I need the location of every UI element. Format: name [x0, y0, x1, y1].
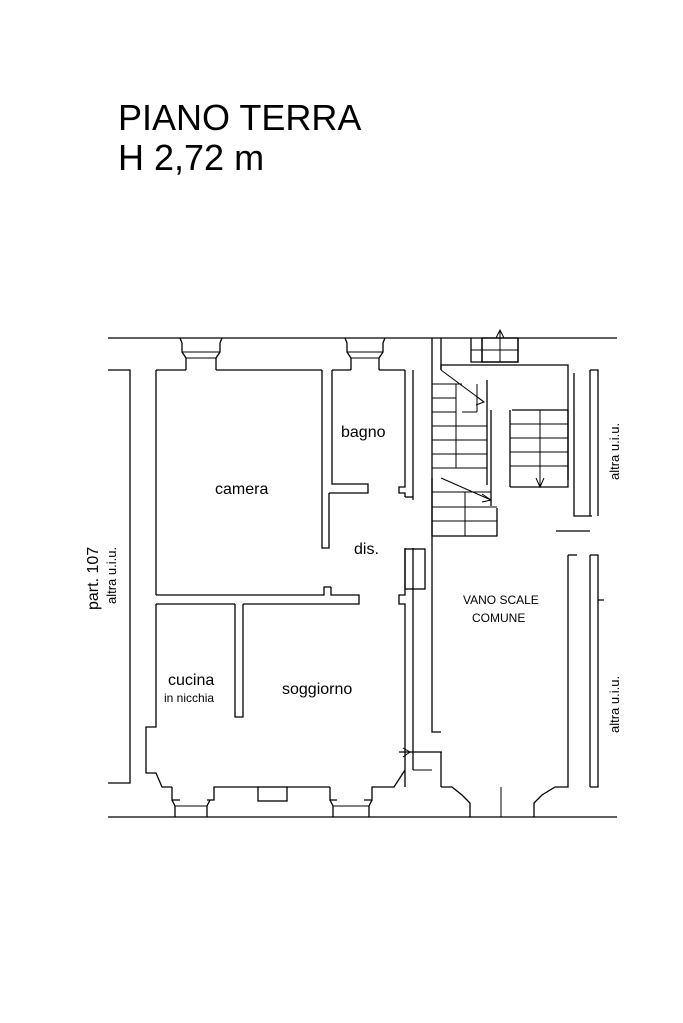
- bottom-window-left: [171, 799, 211, 817]
- floor-title: PIANO TERRA: [118, 97, 361, 138]
- bottom-window-right: [329, 799, 373, 817]
- top-entry-arrow: [471, 328, 518, 362]
- label-part-107: part. 107: [85, 547, 102, 610]
- label-left-uiu: altra u.i.u.: [104, 547, 119, 604]
- room-label-comune: COMUNE: [472, 611, 525, 625]
- stair-treads-right: [510, 410, 568, 489]
- stair-treads-lower-left: [432, 477, 497, 536]
- label-right-top-uiu: altra u.i.u.: [607, 423, 622, 480]
- left-neighbour-wall: [108, 369, 131, 784]
- top-window-left: [179, 337, 223, 370]
- top-window-right: [344, 337, 386, 370]
- entrance-door: [399, 747, 442, 771]
- room-label-cucina: cucina: [168, 672, 214, 689]
- right-neighbour-walls: [589, 369, 604, 788]
- room-label-soggiorno: soggiorno: [282, 681, 352, 698]
- stair-treads-upper-left: [432, 369, 487, 469]
- room-label-vano-scale: VANO SCALE: [463, 593, 539, 607]
- floor-height: H 2,72 m: [118, 137, 264, 178]
- bottom-window-middle: [257, 786, 288, 802]
- apartment-walls: [145, 369, 426, 801]
- label-right-bottom-uiu: altra u.i.u.: [607, 676, 622, 733]
- room-label-bagno: bagno: [341, 424, 386, 441]
- outer-boundary-lines: [108, 337, 617, 818]
- room-label-camera: camera: [215, 481, 268, 498]
- room-label-dis: dis.: [354, 541, 379, 558]
- room-label-in-nicchia: in nicchia: [164, 691, 214, 705]
